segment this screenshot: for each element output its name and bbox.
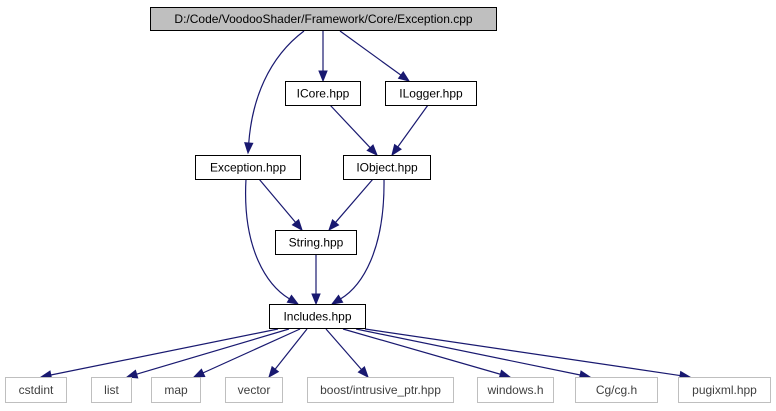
- node-box[interactable]: [91, 377, 132, 403]
- node-ilogger[interactable]: ILogger.hpp: [385, 81, 477, 106]
- node-label: map: [164, 383, 188, 397]
- node-label: IObject.hpp: [356, 161, 418, 175]
- node-box[interactable]: [151, 377, 201, 403]
- edge-line: [274, 328, 308, 370]
- arrowhead-icon: [286, 294, 300, 305]
- node-box[interactable]: [678, 377, 771, 403]
- edge-iobject-to-string: [328, 178, 374, 232]
- node-intrusive[interactable]: boost/intrusive_ptr.hpp: [307, 377, 454, 403]
- node-string[interactable]: String.hpp: [275, 230, 357, 255]
- node-box[interactable]: [269, 304, 366, 329]
- node-box[interactable]: [575, 377, 658, 403]
- edge-string-to-includes: [311, 254, 321, 306]
- edge-icore-to-iobject: [329, 104, 378, 156]
- node-label: pugixml.hpp: [692, 383, 757, 397]
- arrowhead-icon: [328, 218, 340, 232]
- node-pugixml[interactable]: pugixml.hpp: [678, 377, 771, 403]
- edge-root-to-exception: [244, 30, 305, 155]
- node-label: ICore.hpp: [297, 87, 350, 101]
- edge-line: [325, 328, 362, 370]
- edge-includes-to-list: [125, 328, 290, 379]
- node-box[interactable]: [385, 81, 477, 106]
- edge-line: [340, 178, 385, 300]
- node-box[interactable]: [285, 81, 361, 106]
- node-label: Includes.hpp: [283, 310, 351, 324]
- node-cstdint[interactable]: cstdint: [5, 377, 67, 403]
- edge-includes-to-cstdint: [39, 328, 279, 380]
- edge-line: [355, 328, 581, 376]
- node-label: cstdint: [19, 383, 54, 397]
- node-box[interactable]: [275, 230, 357, 255]
- arrowhead-icon: [330, 294, 344, 305]
- node-label: Exception.hpp: [210, 161, 286, 175]
- node-box[interactable]: [343, 155, 431, 180]
- node-label: list: [104, 383, 119, 397]
- node-cg[interactable]: Cg/cg.h: [575, 377, 658, 403]
- edge-includes-to-map: [192, 328, 301, 378]
- node-map[interactable]: map: [151, 377, 201, 403]
- node-root[interactable]: D:/Code/VoodooShader/Framework/Core/Exce…: [150, 7, 497, 31]
- node-vector[interactable]: vector: [225, 377, 283, 403]
- node-label: vector: [238, 383, 271, 397]
- edge-line: [50, 328, 279, 376]
- node-iobject[interactable]: IObject.hpp: [343, 155, 431, 180]
- node-box[interactable]: [225, 377, 283, 403]
- node-box[interactable]: [307, 377, 454, 403]
- edge-iobject-to-includes: [330, 178, 385, 305]
- node-label: D:/Code/VoodooShader/Framework/Core/Exce…: [174, 12, 472, 26]
- node-box[interactable]: [150, 7, 497, 31]
- node-box[interactable]: [477, 377, 554, 403]
- edge-line: [136, 328, 290, 375]
- node-box[interactable]: [195, 155, 301, 180]
- edge-includes-to-cg: [355, 328, 592, 380]
- node-label: ILogger.hpp: [399, 87, 463, 101]
- edge-line: [329, 104, 371, 149]
- node-label: String.hpp: [289, 236, 344, 250]
- arrowhead-icon: [498, 369, 512, 379]
- node-list[interactable]: list: [91, 377, 132, 403]
- edge-line: [397, 104, 429, 148]
- edge-line: [248, 30, 305, 144]
- edge-includes-to-windows: [342, 328, 512, 379]
- node-label: boost/intrusive_ptr.hpp: [320, 383, 441, 397]
- node-includes[interactable]: Includes.hpp: [269, 304, 366, 329]
- edges-layer: [39, 30, 692, 381]
- node-label: windows.h: [486, 383, 543, 397]
- arrowhead-icon: [291, 218, 303, 232]
- edge-line: [258, 178, 297, 223]
- edge-line: [342, 328, 501, 375]
- edge-line: [335, 178, 374, 223]
- arrowhead-icon: [125, 369, 139, 379]
- edge-root-to-ilogger: [339, 30, 411, 82]
- arrowhead-icon: [192, 368, 206, 378]
- node-box[interactable]: [5, 377, 67, 403]
- edge-line: [364, 328, 681, 377]
- node-exception[interactable]: Exception.hpp: [195, 155, 301, 180]
- arrowhead-icon: [318, 70, 328, 83]
- edge-line: [339, 30, 402, 76]
- node-label: Cg/cg.h: [596, 383, 637, 397]
- arrowhead-icon: [357, 365, 369, 379]
- arrowhead-icon: [268, 365, 280, 379]
- arrowhead-icon: [397, 71, 411, 82]
- edge-includes-to-pugixml: [364, 328, 692, 381]
- arrowhead-icon: [366, 144, 378, 156]
- edge-line: [202, 328, 301, 374]
- node-icore[interactable]: ICore.hpp: [285, 81, 361, 106]
- edge-root-to-icore: [318, 31, 328, 83]
- arrowhead-icon: [391, 143, 402, 157]
- arrowhead-icon: [244, 142, 254, 155]
- edge-exception-to-string: [258, 178, 303, 232]
- edge-includes-to-intrusive: [325, 328, 369, 379]
- edge-includes-to-vector: [268, 328, 308, 379]
- node-windows[interactable]: windows.h: [477, 377, 554, 403]
- nodes-layer: D:/Code/VoodooShader/Framework/Core/Exce…: [5, 7, 771, 403]
- edge-ilogger-to-iobject: [391, 104, 429, 157]
- edge-exception-to-includes: [245, 178, 300, 305]
- edge-line: [245, 178, 290, 300]
- arrowhead-icon: [311, 293, 321, 306]
